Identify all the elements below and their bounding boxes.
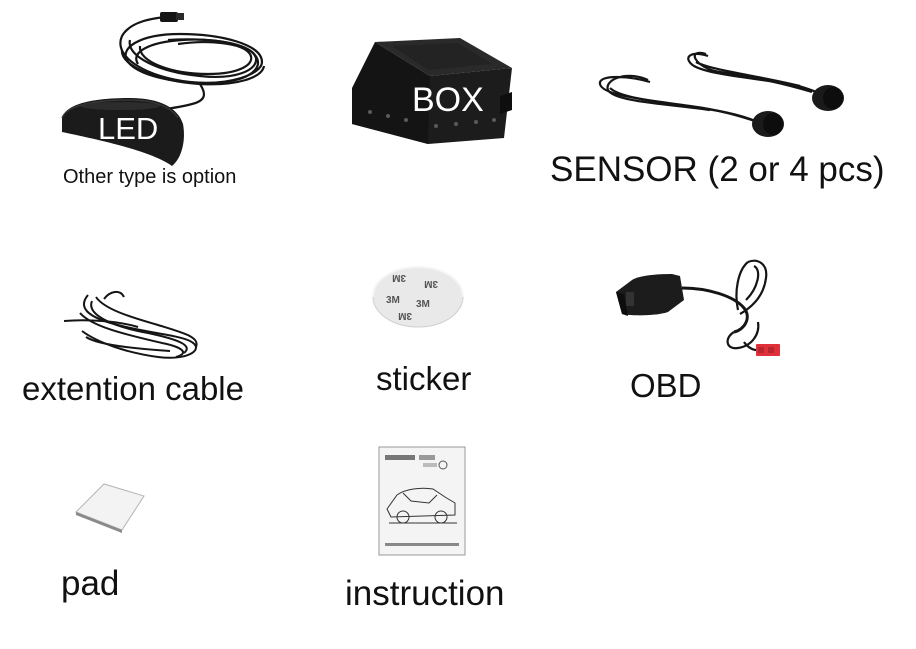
pad-item: pad bbox=[55, 480, 165, 605]
extension-cable-item: extention cable bbox=[18, 285, 308, 410]
sensor-item: SENSOR (2 or 4 pcs) bbox=[540, 40, 916, 200]
sticker-print-1: 3M bbox=[392, 272, 406, 283]
sensor-image bbox=[598, 51, 844, 137]
instruction-item: instruction bbox=[340, 445, 540, 615]
led-label: LED bbox=[98, 111, 159, 146]
led-option-note: Other type is option bbox=[63, 166, 237, 188]
led-display-item: LED Other type is option bbox=[0, 0, 300, 200]
led-cable-coil bbox=[61, 12, 266, 166]
sticker-print-5: 3M bbox=[398, 310, 412, 321]
sticker-label: sticker bbox=[376, 360, 472, 397]
obd-label: OBD bbox=[630, 367, 702, 404]
extension-cable-label: extention cable bbox=[22, 370, 244, 407]
sticker-print-2: 3M bbox=[424, 278, 438, 289]
control-box-item: BOX bbox=[340, 30, 520, 150]
sticker-item: 3M 3M 3M 3M 3M sticker bbox=[360, 265, 500, 400]
extension-cable-coil bbox=[63, 291, 198, 359]
obd-item: OBD bbox=[600, 230, 800, 405]
sticker-image: 3M 3M 3M 3M 3M bbox=[372, 265, 464, 328]
led-display-body bbox=[62, 98, 184, 166]
control-box-image bbox=[352, 38, 512, 144]
obd-cable-image bbox=[616, 259, 780, 356]
sticker-print-4: 3M bbox=[416, 299, 430, 310]
sticker-print-3: 3M bbox=[386, 295, 400, 306]
sensor-label: SENSOR (2 or 4 pcs) bbox=[550, 150, 885, 189]
instruction-manual-image bbox=[378, 446, 466, 556]
box-label: BOX bbox=[412, 81, 484, 119]
instruction-label: instruction bbox=[345, 574, 505, 613]
pad-image bbox=[75, 483, 145, 533]
pad-label: pad bbox=[61, 564, 120, 603]
